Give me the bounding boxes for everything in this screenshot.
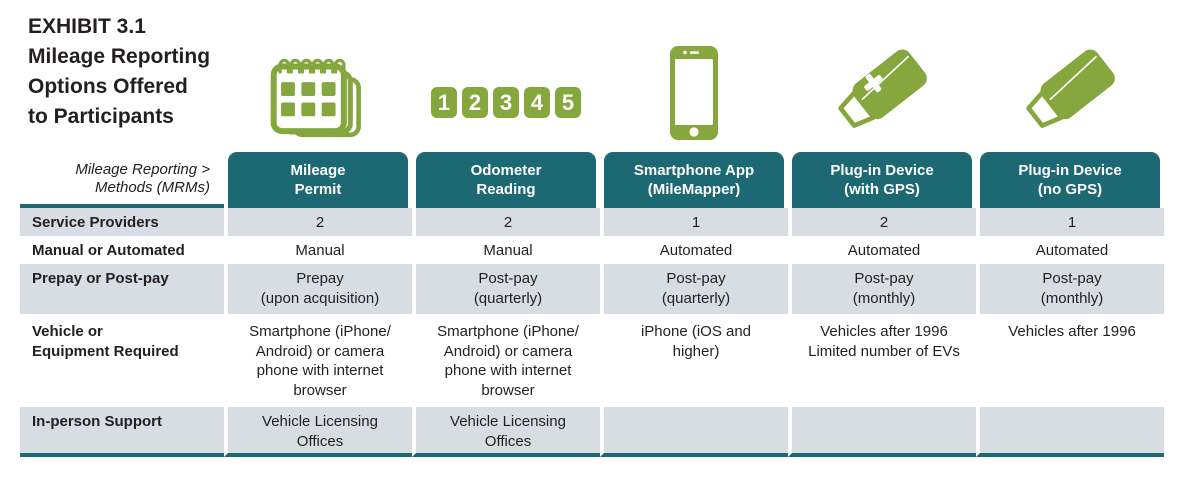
column-header-plugin-no-gps: Plug-in Device (no GPS)	[976, 152, 1164, 208]
cell-equipment-odometer: Smartphone (iPhone/ Android) or camera p…	[412, 314, 600, 407]
row-label-manual-or-automated: Manual or Automated	[32, 242, 185, 259]
cell-service-providers-mileage-permit: 2	[224, 208, 412, 236]
column-header-bar: Plug-in Device (no GPS)	[980, 152, 1160, 208]
exhibit-title: EXHIBIT 3.1 Mileage Reporting Options Of…	[28, 15, 211, 128]
icon-cell-mileage-permit	[224, 6, 412, 152]
smartphone-icon	[669, 45, 719, 146]
plugin-device-icon	[1018, 45, 1122, 142]
icon-cell-plugin-gps	[788, 6, 976, 152]
cell-prepay-mileage-permit: Prepay (upon acquisition)	[224, 264, 412, 314]
icon-cell-smartphone	[600, 6, 788, 152]
cell-manual-automated-smartphone: Automated	[600, 236, 788, 264]
cell-equipment-plugin-gps: Vehicles after 1996 Limited number of EV…	[788, 314, 976, 407]
cell-service-providers-plugin-gps: 2	[788, 208, 976, 236]
odometer-digit: 5	[555, 87, 581, 118]
column-header-bar: Mileage Permit	[228, 152, 408, 208]
cell-manual-automated-mileage-permit: Manual	[224, 236, 412, 264]
icon-cell-plugin-nogps	[976, 6, 1164, 152]
odometer-digit: 4	[524, 87, 550, 118]
cell-equipment-plugin-nogps: Vehicles after 1996	[976, 314, 1164, 407]
odometer-digit: 2	[462, 87, 488, 118]
column-header-bar: Smartphone App (MileMapper)	[604, 152, 784, 208]
cell-manual-automated-odometer: Manual	[412, 236, 600, 264]
column-header-odometer-reading: Odometer Reading	[412, 152, 600, 208]
cell-prepay-odometer: Post-pay (quarterly)	[412, 264, 600, 314]
cell-manual-automated-plugin-gps: Automated	[788, 236, 976, 264]
cell-prepay-plugin-nogps: Post-pay (monthly)	[976, 264, 1164, 314]
odometer-digit: 3	[493, 87, 519, 118]
column-header-bar: Odometer Reading	[416, 152, 596, 208]
calendar-icon	[270, 51, 366, 146]
row-label-prepay-or-postpay: Prepay or Post-pay	[20, 264, 224, 314]
column-header-bar: Plug-in Device (with GPS)	[792, 152, 972, 208]
cell-prepay-plugin-gps: Post-pay (monthly)	[788, 264, 976, 314]
odometer-icon: 1 2 3 4 5	[431, 87, 581, 118]
row-label-vehicle-or-equipment: Vehicle or Equipment Required	[32, 323, 179, 360]
row-label-in-person-support: In-person Support	[20, 407, 224, 457]
cell-prepay-smartphone: Post-pay (quarterly)	[600, 264, 788, 314]
cell-support-plugin-nogps	[976, 407, 1164, 457]
row-label-service-providers: Service Providers	[20, 208, 224, 236]
column-header-mileage-permit: Mileage Permit	[224, 152, 412, 208]
cell-support-odometer: Vehicle Licensing Offices	[412, 407, 600, 457]
cell-service-providers-odometer: 2	[412, 208, 600, 236]
cell-support-mileage-permit: Vehicle Licensing Offices	[224, 407, 412, 457]
cell-equipment-smartphone: iPhone (iOS and higher)	[600, 314, 788, 407]
icon-cell-odometer: 1 2 3 4 5	[412, 6, 600, 152]
mileage-reporting-table: 1 2 3 4 5	[20, 6, 1164, 457]
column-header-plugin-with-gps: Plug-in Device (with GPS)	[788, 152, 976, 208]
cell-equipment-mileage-permit: Smartphone (iPhone/ Android) or camera p…	[224, 314, 412, 407]
plugin-device-gps-icon	[830, 45, 934, 142]
cell-service-providers-smartphone: 1	[600, 208, 788, 236]
icon-spacer-cell	[20, 6, 224, 152]
cell-support-plugin-gps	[788, 407, 976, 457]
cell-service-providers-plugin-nogps: 1	[976, 208, 1164, 236]
column-header-smartphone-app: Smartphone App (MileMapper)	[600, 152, 788, 208]
corner-label: Mileage Reporting > Methods (MRMs)	[20, 152, 224, 208]
odometer-digit: 1	[431, 87, 457, 118]
cell-manual-automated-plugin-nogps: Automated	[976, 236, 1164, 264]
cell-support-smartphone	[600, 407, 788, 457]
